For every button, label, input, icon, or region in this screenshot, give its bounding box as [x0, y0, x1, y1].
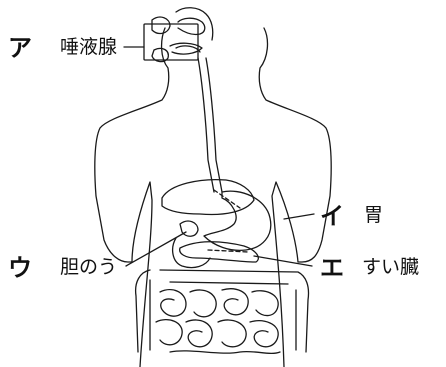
esophagus: [198, 58, 214, 192]
salivary-gland-upper: [152, 17, 170, 33]
esophagus-inner: [206, 58, 222, 192]
label-a-marker: ア: [8, 36, 32, 60]
label-i-marker: イ: [320, 204, 344, 228]
label-i-name: 胃: [364, 206, 383, 225]
label-a-name: 唾液腺: [60, 38, 117, 57]
nasal-cavity: [178, 18, 205, 34]
leader-e: [254, 256, 312, 266]
label-u-marker: ウ: [8, 256, 32, 280]
liver-dashed: [214, 190, 240, 208]
label-e-marker: エ: [320, 256, 344, 280]
small-intestine: [156, 289, 280, 354]
label-e-name: すい臓: [362, 258, 419, 277]
liver: [162, 180, 254, 215]
large-intestine-inner: [150, 280, 296, 350]
label-u-name: 胆のう: [60, 258, 117, 277]
